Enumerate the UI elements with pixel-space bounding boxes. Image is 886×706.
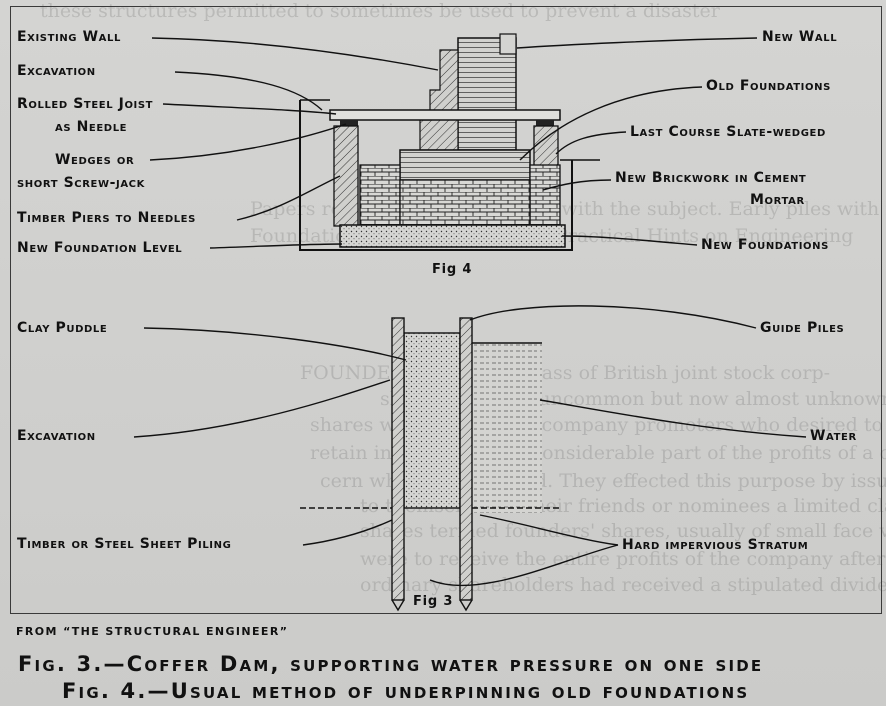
label-new-foundation-level: New Foundation Level — [17, 240, 183, 256]
clay-puddle-fill — [403, 332, 461, 509]
new-wall-shape — [457, 37, 517, 151]
fig4-drawing — [299, 33, 600, 251]
label-clay-puddle: Clay Puddle — [17, 320, 108, 336]
new-brickwork-shape — [399, 179, 531, 226]
needle-beam — [329, 109, 561, 121]
label-sheet-piling: Timber or Steel Sheet Piling — [17, 536, 232, 552]
old-foundation-shape — [399, 149, 531, 181]
label-excavation-top: Excavation — [17, 63, 96, 79]
guide-pile-right — [459, 317, 473, 601]
label-existing-wall: Existing Wall — [17, 29, 121, 45]
caption-fig3: Fig. 3.—Coffer Dam, supporting water pre… — [18, 652, 764, 676]
guide-pile-left — [391, 317, 405, 601]
source-credit: FROM “THE STRUCTURAL ENGINEER” — [16, 625, 289, 638]
label-new-foundations: New Foundations — [701, 237, 829, 253]
label-new-brickwork: New Brickwork in Cement — [615, 170, 807, 186]
existing-wall-shape — [419, 49, 459, 151]
label-wedges-2: short Screw-jack — [17, 175, 145, 191]
label-rsj-needle-2: as Needle — [55, 119, 128, 135]
new-foundation-shape — [339, 224, 566, 248]
label-guide-piles: Guide Piles — [760, 320, 845, 336]
fig3-label: Fig 3 — [413, 594, 454, 609]
fig4-label: Fig 4 — [432, 262, 473, 277]
label-water: Water — [810, 428, 857, 444]
label-timber-piers: Timber Piers to Needles — [17, 210, 196, 226]
label-excavation-bottom: Excavation — [17, 428, 96, 444]
fig3-drawing — [300, 317, 560, 612]
figure-frame — [10, 6, 882, 614]
water-body — [472, 343, 542, 513]
label-wedges: Wedges or — [55, 152, 135, 168]
timber-pier-left — [333, 125, 359, 227]
label-rsj-needle: Rolled Steel Joist — [17, 96, 154, 112]
leader-lines — [133, 37, 807, 587]
caption-fig4: Fig. 4.—Usual method of underpinning old… — [62, 679, 750, 703]
label-new-wall: New Wall — [762, 29, 838, 45]
label-old-foundations: Old Foundations — [706, 78, 831, 94]
label-new-brickwork-2: Mortar — [750, 192, 805, 208]
label-hard-stratum: Hard impervious Stratum — [622, 537, 809, 553]
label-last-course: Last Course Slate-wedged — [630, 124, 826, 140]
